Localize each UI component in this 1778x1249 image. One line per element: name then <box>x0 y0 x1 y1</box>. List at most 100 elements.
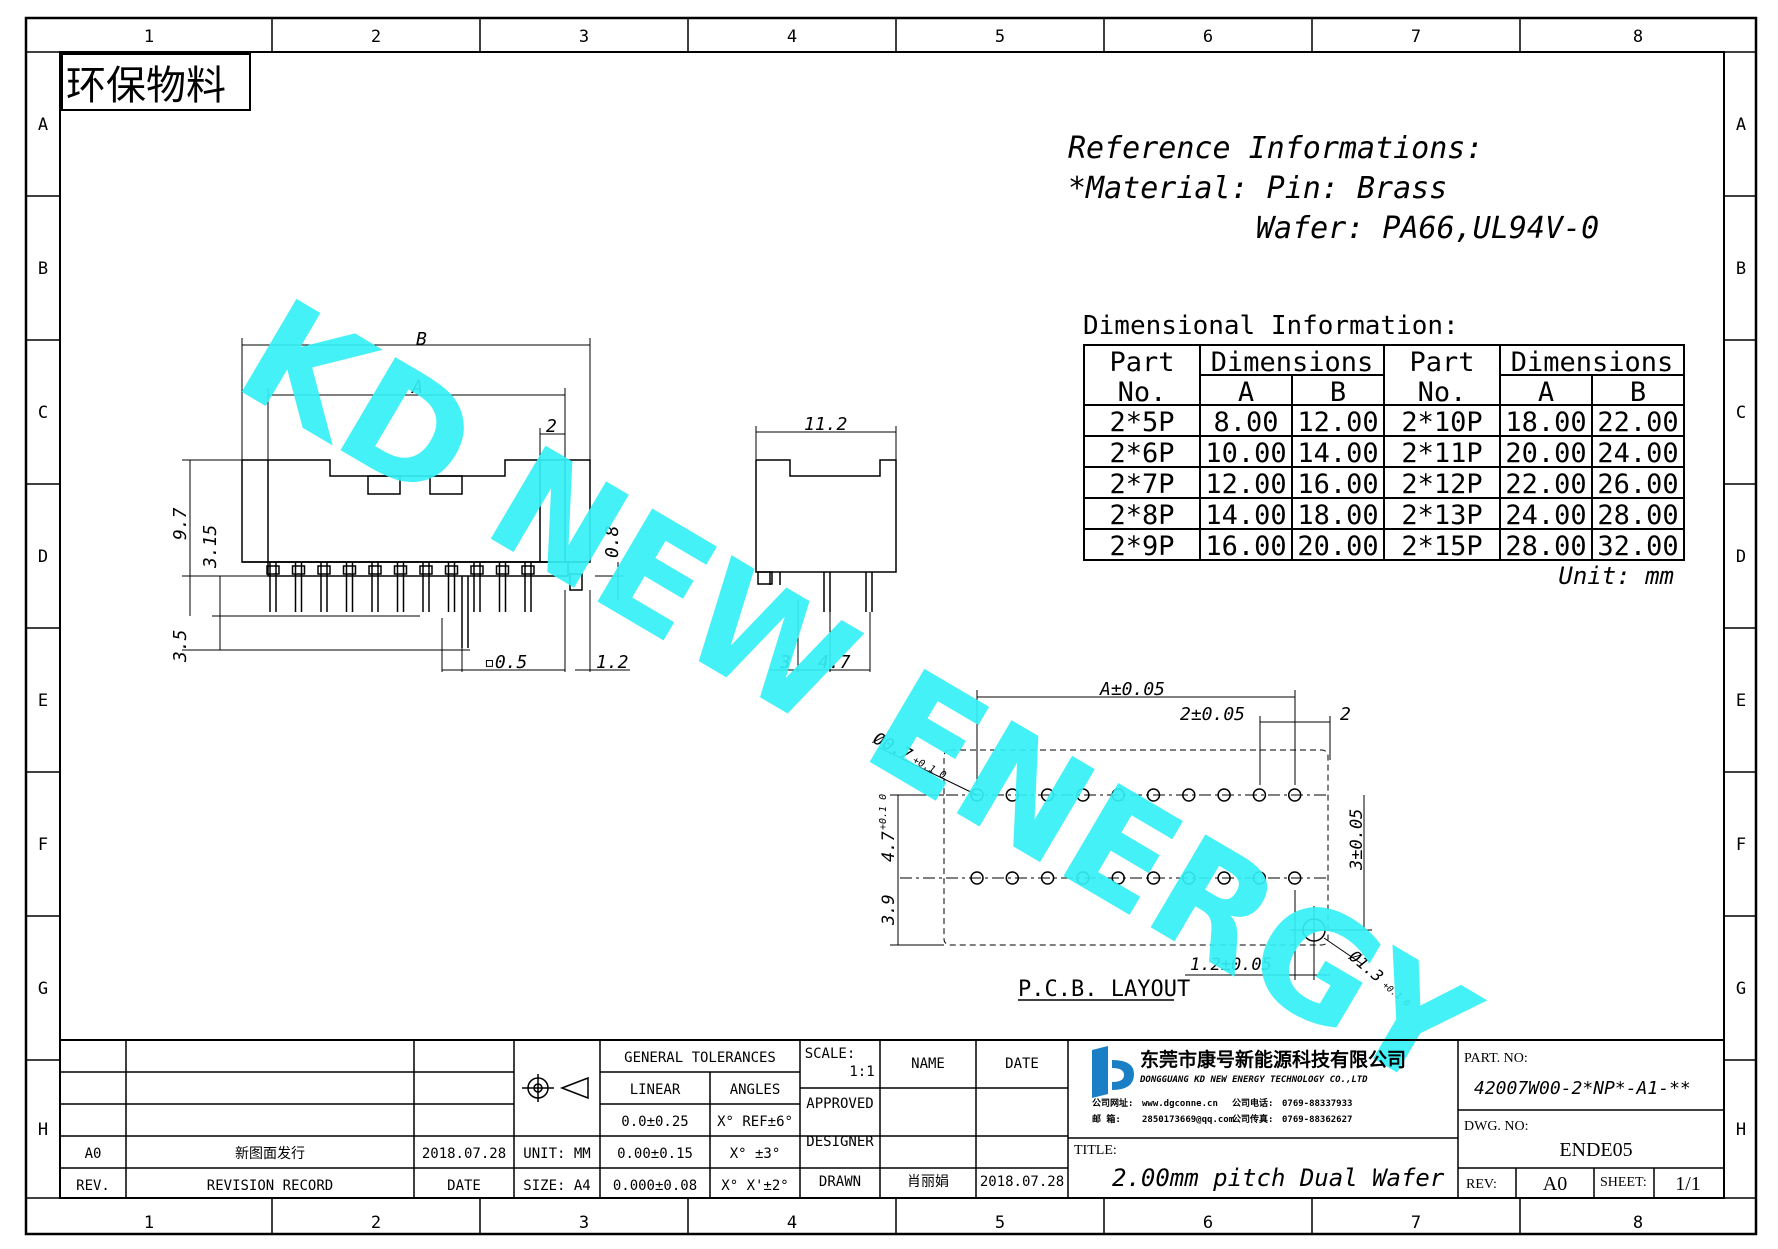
dim-0-5: ▫0.5 <box>484 652 527 673</box>
grid-col-label: 6 <box>1203 1213 1213 1233</box>
projection-symbol-icon <box>522 1074 589 1102</box>
grid-col-label: 2 <box>371 1213 381 1233</box>
table-cell: 2*10P <box>1401 407 1482 438</box>
table-cell: 12.00 <box>1297 407 1378 438</box>
watermark: KD NEW ENERGY <box>212 267 1502 1124</box>
table-cell: 2*11P <box>1401 438 1482 469</box>
lbl-date: DATE <box>447 1178 481 1194</box>
date-label: DATE <box>1005 1056 1039 1072</box>
dim-3: 3 <box>779 652 791 673</box>
table-cell: 14.00 <box>1297 438 1378 469</box>
material-pin: *Material: Pin: Brass <box>1068 171 1447 206</box>
part-no-label: PART. NO: <box>1464 1051 1528 1066</box>
company-name-en: DONGGUANG KD NEW ENERGY TECHNOLOGY CO.,L… <box>1139 1075 1368 1085</box>
table-cell: 10.00 <box>1205 438 1286 469</box>
tol-1: 0.0±0.25 <box>621 1114 688 1130</box>
pcb-dim-4-7: 4.7 <box>879 831 899 862</box>
pcb-layout <box>879 690 1372 1001</box>
grid-row-label: A <box>38 115 48 135</box>
grid-col-label: 6 <box>1203 27 1213 47</box>
grid-row-label: A <box>1736 115 1746 135</box>
table-cell: 24.00 <box>1597 438 1678 469</box>
table-cell: 22.00 <box>1597 407 1678 438</box>
grid-col-label: 8 <box>1633 27 1643 47</box>
pcb-dim-pitch: 2±0.05 <box>1180 704 1245 725</box>
table-header-no: No. <box>1118 377 1167 408</box>
grid-col-label: 2 <box>371 27 381 47</box>
tel-label: 公司电话: <box>1232 1097 1273 1109</box>
angles-label: ANGLES <box>730 1082 781 1098</box>
grid-col-label: 7 <box>1411 27 1421 47</box>
dim-A: A <box>411 377 423 398</box>
table-cell: 2*15P <box>1401 531 1482 562</box>
table-cell: 14.00 <box>1205 500 1286 531</box>
linear-label: LINEAR <box>630 1082 681 1098</box>
table-cell: 24.00 <box>1505 500 1586 531</box>
table-cell: 16.00 <box>1205 531 1286 562</box>
web-label: 公司网址: <box>1092 1097 1133 1109</box>
grid-col-label: 4 <box>787 1213 797 1233</box>
drawn-label: DRAWN <box>819 1174 861 1190</box>
unit-note: Unit: mm <box>1558 562 1674 590</box>
table-cell: 18.00 <box>1297 500 1378 531</box>
table-cell: 2*12P <box>1401 469 1482 500</box>
table-header-dimensions: Dimensions <box>1211 347 1374 378</box>
drawn-date: 2018.07.28 <box>980 1174 1064 1190</box>
table-cell: 26.00 <box>1597 469 1678 500</box>
title-block <box>60 1039 1724 1198</box>
rev-a0: A0 <box>85 1146 102 1162</box>
grid-row-label: E <box>1736 691 1746 711</box>
tel-value: 0769-88337933 <box>1282 1099 1352 1109</box>
dim-B: B <box>416 329 427 350</box>
approved-label: APPROVED <box>806 1096 873 1112</box>
drawing-title: 2.00mm pitch Dual Wafer <box>1112 1164 1445 1192</box>
dim-table <box>1083 344 1685 561</box>
table-cell: 2*13P <box>1401 500 1482 531</box>
grid-col-label: 1 <box>144 1213 154 1233</box>
table-header-dimensions: Dimensions <box>1511 347 1674 378</box>
grid-row-label: B <box>1736 259 1746 279</box>
grid-row-label: F <box>38 835 48 855</box>
grid-row-label: G <box>38 979 48 999</box>
part-no: 42007W00-2*NP*-A1-** <box>1474 1078 1691 1099</box>
scale-value: 1:1 <box>849 1064 874 1080</box>
company-name-cn: 东莞市康号新能源科技有限公司 <box>1140 1048 1406 1071</box>
rev-date: 2018.07.28 <box>422 1146 506 1162</box>
mail-label: 邮 箱: <box>1092 1113 1121 1125</box>
grid-row-label: D <box>1736 547 1746 567</box>
ang-1: X° REF±6° <box>717 1114 793 1130</box>
rev-record: 新图面发行 <box>235 1146 305 1162</box>
rev-label: REV: <box>1466 1177 1497 1192</box>
table-cell: 20.00 <box>1505 438 1586 469</box>
material-wafer: Wafer: PA66,UL94V-0 <box>1256 211 1599 246</box>
table-cell: 22.00 <box>1505 469 1586 500</box>
grid-col-label: 5 <box>995 1213 1005 1233</box>
dim-0-8: 0.8 <box>602 525 623 558</box>
pcb-dim-A: A±0.05 <box>1099 679 1165 700</box>
pcb-dim-2: 2 <box>1340 704 1351 725</box>
dwg-no-label: DWG. NO: <box>1464 1119 1529 1134</box>
lbl-rev: REV. <box>76 1178 110 1194</box>
fax-label: 公司传真: <box>1232 1113 1273 1125</box>
eco-stamp-box <box>61 53 251 111</box>
grid-row-label: C <box>38 403 48 423</box>
sheet-label: SHEET: <box>1600 1175 1647 1190</box>
dim-4-7: 4.7 <box>818 652 851 673</box>
grid-col-label: 3 <box>579 27 589 47</box>
front-view <box>241 459 591 648</box>
tol-2: 0.00±0.15 <box>617 1146 693 1162</box>
mail-value: 2850173669@qq.com <box>1142 1115 1235 1125</box>
table-cell: 2*8P <box>1109 500 1174 531</box>
grid-col-label: 8 <box>1633 1213 1643 1233</box>
fax-value: 0769-88362627 <box>1282 1115 1352 1125</box>
dim-2: 2 <box>546 416 557 437</box>
table-cell: 16.00 <box>1297 469 1378 500</box>
table-cell: 8.00 <box>1213 407 1278 438</box>
table-cell: 28.00 <box>1505 531 1586 562</box>
reference-title: Reference Informations: <box>1068 131 1483 166</box>
title-label: TITLE: <box>1074 1143 1117 1158</box>
table-cell: 12.00 <box>1205 469 1286 500</box>
table-header-part: Part <box>1109 347 1174 378</box>
dwg-no: ENDE05 <box>1559 1139 1632 1161</box>
pcb-dim-1-2: 1.2±0.05 <box>1190 955 1272 975</box>
